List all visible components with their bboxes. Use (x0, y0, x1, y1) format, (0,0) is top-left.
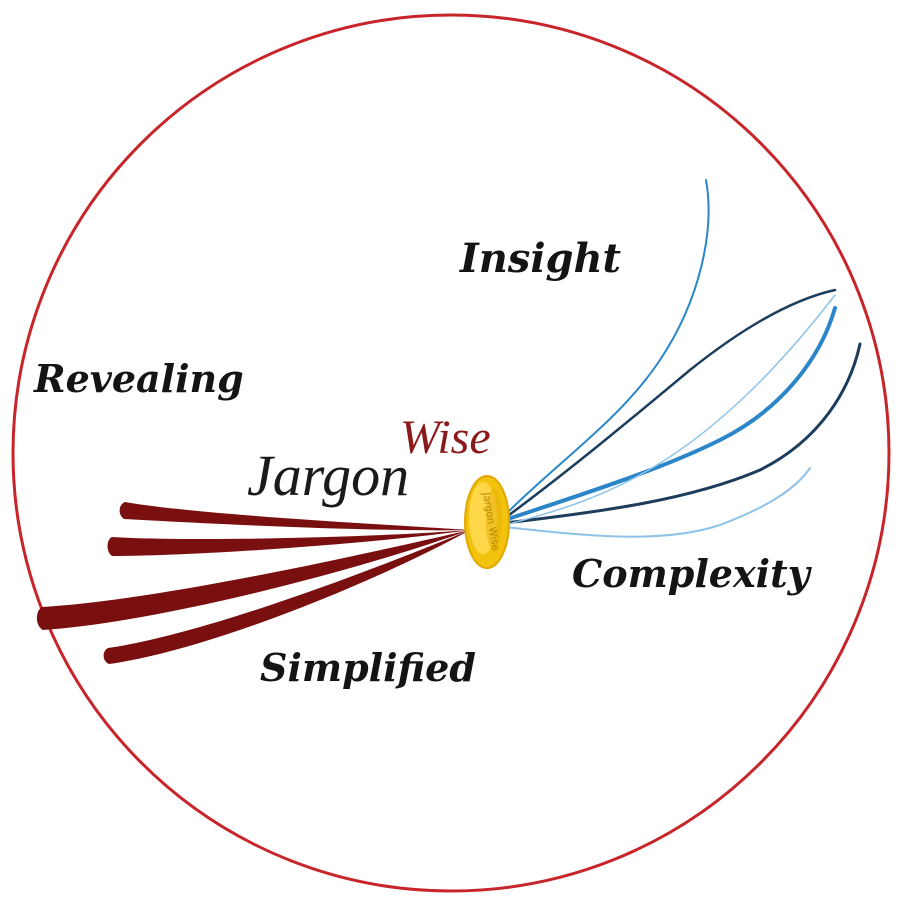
word-complexity: Complexity (572, 551, 813, 596)
blue-strand-5 (504, 467, 811, 538)
blue-strand-6 (504, 294, 836, 526)
blue-strand-4 (503, 342, 862, 525)
red-strand-3 (36, 530, 470, 630)
blue-strand-2 (503, 288, 837, 520)
blue-strands (503, 179, 862, 538)
red-strands (36, 502, 470, 664)
word-simplified: Simplified (260, 645, 476, 690)
red-strand-4 (103, 530, 470, 664)
brand-word-jargon: Jargon (247, 443, 409, 508)
brand-word-wise: Wise (400, 411, 491, 464)
word-insight: Insight (459, 235, 622, 282)
red-strand-1 (119, 502, 470, 531)
red-strand-2 (107, 530, 470, 556)
word-revealing: Revealing (33, 356, 244, 401)
gold-ring-hole (486, 488, 502, 552)
blue-strand-1 (504, 179, 710, 516)
blue-strand-3 (503, 306, 837, 522)
gold-ring: Jargon Wise (464, 475, 510, 569)
outer-ring (11, 13, 891, 893)
